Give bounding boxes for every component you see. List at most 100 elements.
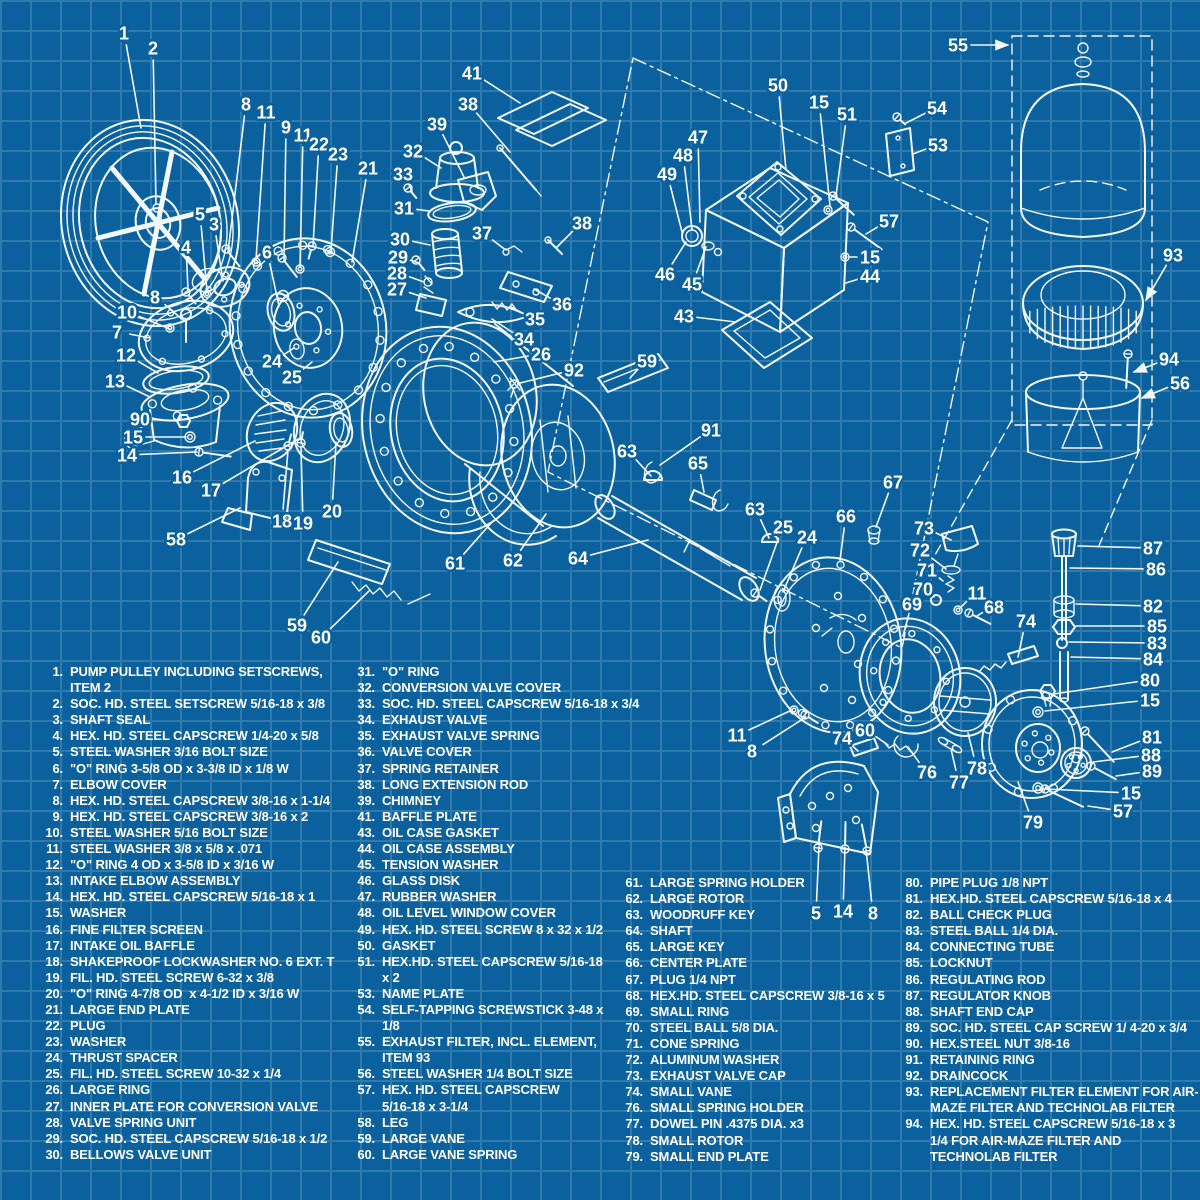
parts-list-item: 18.SHAKEPROOF LOCKWASHER NO. 6 EXT. T	[36, 954, 348, 970]
parts-list-item: 13.INTAKE ELBOW ASSEMBLY	[36, 873, 348, 889]
part-description: ELBOW COVER	[70, 776, 167, 792]
part-number: 63.	[625, 907, 643, 923]
part-description: SMALL RING	[650, 1003, 730, 1019]
part-number: 55.	[357, 1034, 375, 1050]
part-number: 70.	[625, 1019, 643, 1035]
part-description: HEX.HD. STEEL CAPSCREW 5/16-18 x 4	[930, 891, 1172, 907]
part-description: SPRING RETAINER	[382, 760, 499, 776]
part-number: 73.	[625, 1068, 643, 1084]
parts-list-item: 1.PUMP PULLEY INCLUDING SETSCREWS, ITEM …	[36, 664, 348, 696]
parts-list-item: 47.RUBBER WASHER	[348, 889, 616, 905]
part-number: 66.	[625, 955, 643, 971]
part-description: LARGE END PLATE	[70, 1001, 190, 1017]
part-number: 19.	[45, 969, 63, 985]
part-description: PUMP PULLEY INCLUDING SETSCREWS, ITEM 2	[70, 664, 323, 696]
part-description: INTAKE OIL BAFFLE	[70, 937, 195, 953]
parts-list-item: 53.NAME PLATE	[348, 986, 616, 1002]
parts-list-item: 12."O" RING 4 OD x 3-5/8 ID x 3/16 W	[36, 857, 348, 873]
parts-list-item: 51.HEX.HD. STEEL CAPSCREW 5/16-18 x 2	[348, 954, 616, 986]
part-description: SHAFT END CAP	[930, 1003, 1034, 1019]
part-number: 53.	[357, 985, 375, 1001]
parts-list-item: 54.SELF-TAPPING SCREWSTICK 3-48 x 1/8	[348, 1002, 616, 1034]
parts-list-item: 66.CENTER PLATE	[616, 955, 892, 971]
parts-list-item: 15.WASHER	[36, 905, 348, 921]
parts-list-item: 38.LONG EXTENSION ROD	[348, 777, 616, 793]
part-description: SMALL END PLATE	[650, 1148, 769, 1164]
parts-list-item: 77.DOWEL PIN .4375 DIA. x3	[616, 1116, 892, 1132]
part-number: 79.	[625, 1148, 643, 1164]
parts-list-item: 5.STEEL WASHER 3/16 BOLT SIZE	[36, 744, 348, 760]
parts-list-item: 2.SOC. HD. STEEL SETSCREW 5/16-18 x 3/8	[36, 696, 348, 712]
part-number: 62.	[625, 891, 643, 907]
part-description: FIL. HD. STEEL SCREW 10-32 x 1/4	[70, 1066, 281, 1082]
part-number: 90.	[905, 1035, 923, 1051]
part-number: 24.	[45, 1050, 63, 1066]
parts-list-item: 76.SMALL SPRING HOLDER	[616, 1100, 892, 1116]
part-number: 34.	[357, 712, 375, 728]
parts-list-item: 56.STEEL WASHER 1/4 BOLT SIZE	[348, 1066, 616, 1082]
parts-list-item: 24. THRUST SPACER	[36, 1050, 348, 1066]
part-number: 74.	[625, 1084, 643, 1100]
parts-list-item: 23.WASHER	[36, 1034, 348, 1050]
part-description: DRAINCOCK	[930, 1068, 1009, 1084]
part-number: 80.	[905, 875, 923, 890]
part-number: 44.	[357, 841, 375, 857]
part-description: HEX.STEEL NUT 3/8-16	[930, 1035, 1070, 1051]
part-number: 87.	[905, 987, 923, 1003]
part-description: HEX. HD. STEEL CAPSCREW 1/4-20 x 5/8	[70, 728, 319, 744]
part-number: 4.	[52, 728, 63, 744]
part-number: 13.	[45, 873, 63, 889]
parts-list-item: 61.LARGE SPRING HOLDER	[616, 875, 892, 891]
part-description: RETAINING RING	[930, 1052, 1035, 1068]
part-description: HEX.HD. STEEL CAPSCREW 3/8-16 x 5	[650, 987, 885, 1003]
part-description: THRUST SPACER	[70, 1050, 178, 1066]
part-number: 77.	[625, 1116, 643, 1132]
parts-list-item: 50.GASKET	[348, 938, 616, 954]
part-description: BAFFLE PLATE	[382, 808, 477, 824]
part-description: CONVERSION VALVE COVER	[382, 680, 561, 696]
parts-list-item: 81.HEX.HD. STEEL CAPSCREW 5/16-18 x 4	[896, 891, 1196, 907]
part-number: 39.	[357, 792, 375, 808]
part-description: HEX. HD. STEEL CAPSCREW 5/16-18 x 3-1/4	[382, 1082, 560, 1114]
part-description: OIL CASE GASKET	[382, 824, 499, 840]
parts-list-item: 73.EXHAUST VALVE CAP	[616, 1068, 892, 1084]
part-number: 22.	[45, 1018, 63, 1034]
parts-list-item: 39.CHIMNEY	[348, 793, 616, 809]
parts-list-item: 30.BELLOWS VALVE UNIT	[36, 1147, 348, 1163]
parts-list-item: 72.ALUMINUM WASHER	[616, 1052, 892, 1068]
parts-list-item: 34.EXHAUST VALVE	[348, 712, 616, 728]
part-description: STEEL WASHER 3/8 x 5/8 x .071	[70, 841, 262, 857]
parts-list-item: 70.STEEL BALL 5/8 DIA.	[616, 1020, 892, 1036]
parts-list-item: 20."O" RING 4-7/8 OD x 4-1/2 ID x 3/16 W	[36, 986, 348, 1002]
parts-list-item: 10.STEEL WASHER 5/16 BOLT SIZE	[36, 825, 348, 841]
part-description: WOODRUFF KEY	[650, 907, 756, 923]
parts-list-item: 17.INTAKE OIL BAFFLE	[36, 938, 348, 954]
part-description: REGULATING ROD	[930, 971, 1046, 987]
part-number: 67.	[625, 971, 643, 987]
part-number: 72.	[625, 1052, 643, 1068]
part-number: 94.	[905, 1116, 923, 1132]
parts-list-item: 65.LARGE KEY	[616, 939, 892, 955]
part-number: 25.	[45, 1066, 63, 1082]
part-number: 12.	[45, 857, 63, 873]
parts-list-item: 94.HEX. HD. STEEL CAPSCREW 5/16-18 x 3 1…	[896, 1116, 1196, 1164]
part-description: PIPE PLUG 1/8 NPT	[930, 875, 1049, 890]
part-description: LARGE SPRING HOLDER	[650, 875, 805, 890]
part-description: LARGE ROTOR	[650, 891, 745, 907]
part-description: STEEL WASHER 5/16 BOLT SIZE	[70, 824, 268, 840]
parts-list-column-1: 1.PUMP PULLEY INCLUDING SETSCREWS, ITEM …	[36, 664, 348, 1163]
part-description: LARGE VANE	[382, 1130, 465, 1146]
part-number: 20.	[45, 985, 63, 1001]
part-number: 78.	[625, 1132, 643, 1148]
part-description: GLASS DISK	[382, 873, 460, 889]
parts-list-item: 36.VALVE COVER	[348, 744, 616, 760]
part-number: 27.	[45, 1098, 63, 1114]
parts-list-item: 93.REPLACEMENT FILTER ELEMENT FOR AIR- M…	[896, 1084, 1198, 1116]
parts-list-item: 58.LEG	[348, 1115, 616, 1131]
parts-list-item: 16.FINE FILTER SCREEN	[36, 922, 348, 938]
part-description: STEEL WASHER 3/16 BOLT SIZE	[70, 744, 268, 760]
parts-list-item: 21.LARGE END PLATE	[36, 1002, 348, 1018]
